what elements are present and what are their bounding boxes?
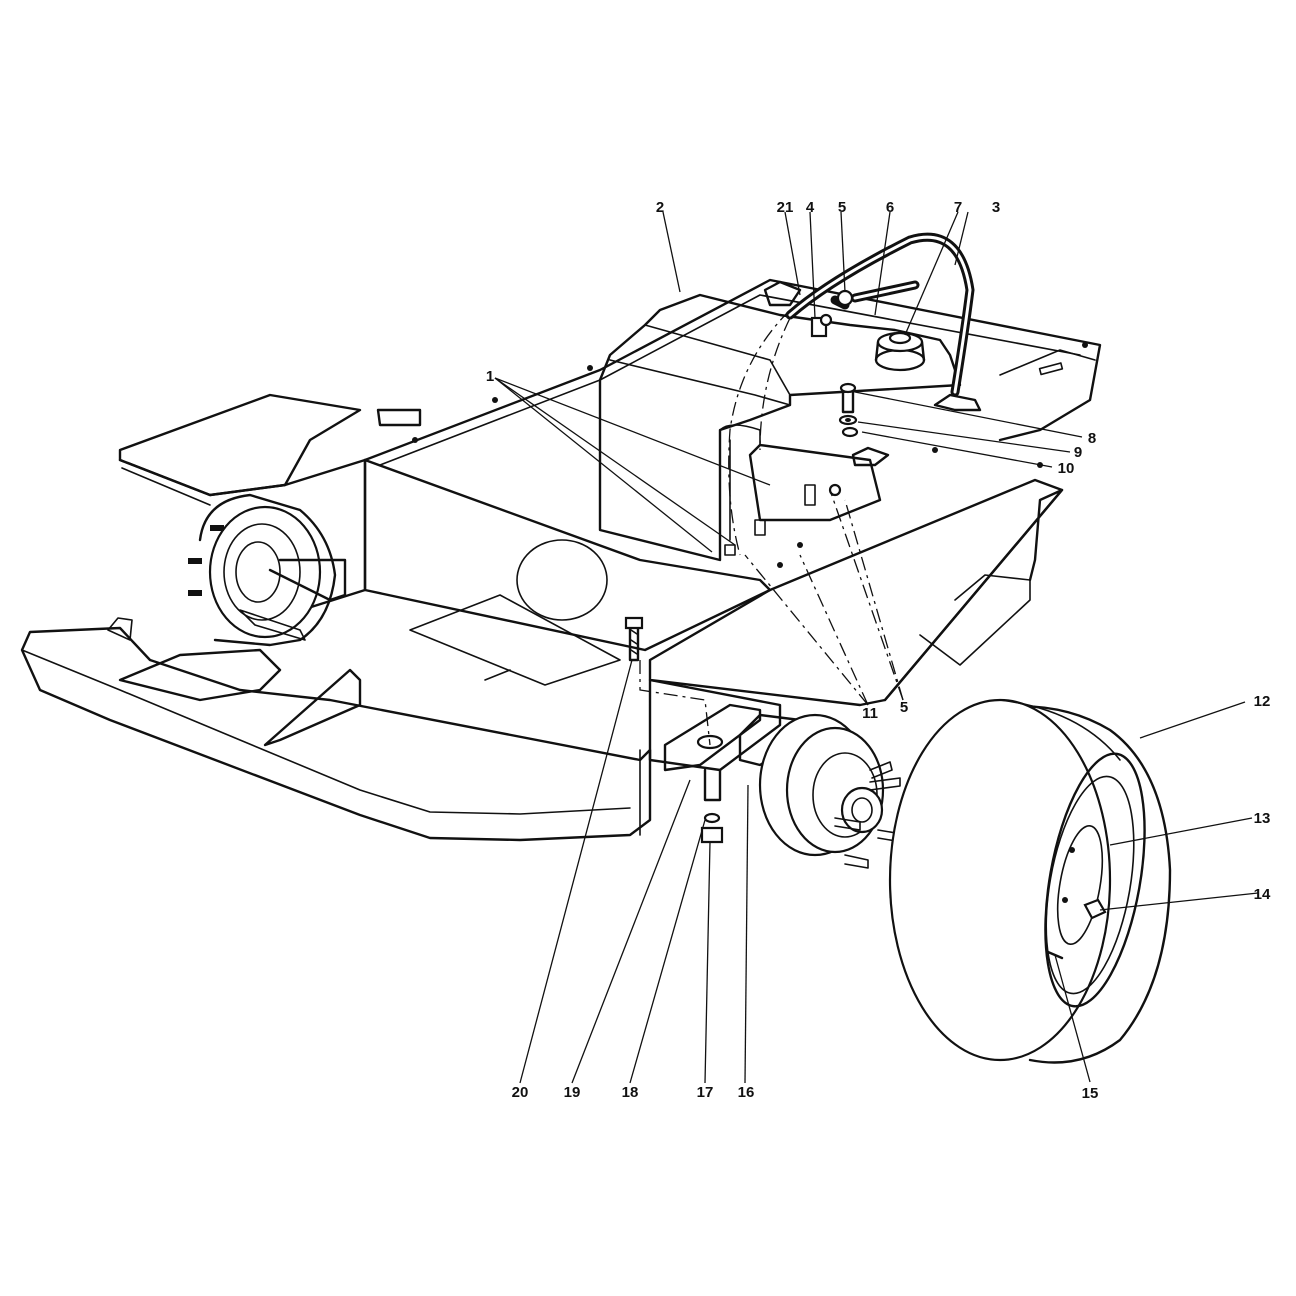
chassis-frame [20, 278, 1102, 842]
callout-9: 9 [1074, 444, 1082, 461]
callout-13: 13 [1254, 810, 1271, 827]
callout-1: 1 [486, 368, 494, 385]
callout-15: 15 [1082, 1085, 1099, 1102]
spindle-assembly [624, 616, 762, 844]
callout-4: 4 [806, 199, 815, 216]
front-tire-and-rim [888, 698, 1172, 1064]
tank-fittings [724, 280, 842, 556]
callout-19: 19 [564, 1084, 581, 1101]
fuel-line [830, 280, 920, 310]
callout-6: 6 [886, 199, 894, 216]
callout-14: 14 [1254, 886, 1271, 903]
callout-2: 2 [656, 199, 664, 216]
callout-20: 20 [512, 1084, 529, 1101]
callout-5-top: 5 [838, 199, 846, 216]
callout-7: 7 [954, 199, 962, 216]
tank-bolt-washers [838, 382, 890, 467]
callout-8: 8 [1088, 430, 1096, 447]
callout-5-bottom: 5 [900, 699, 908, 716]
callout-10: 10 [1058, 460, 1075, 477]
callout-3: 3 [992, 199, 1000, 216]
vent-hose [785, 232, 982, 412]
callout-labels: 1 2 21 4 5 6 7 3 8 9 10 11 5 12 13 14 15… [486, 199, 1271, 1102]
callout-12: 12 [1254, 693, 1271, 710]
leader-lines [494, 211, 1259, 1084]
right-wheel-hub [738, 713, 903, 869]
fuel-cap [874, 331, 926, 372]
callout-18: 18 [622, 1084, 639, 1101]
callout-17: 17 [697, 1084, 714, 1101]
callout-21: 21 [777, 199, 794, 216]
callout-11: 11 [862, 705, 878, 722]
callout-16: 16 [738, 1084, 755, 1101]
left-brake-drum [188, 493, 347, 647]
